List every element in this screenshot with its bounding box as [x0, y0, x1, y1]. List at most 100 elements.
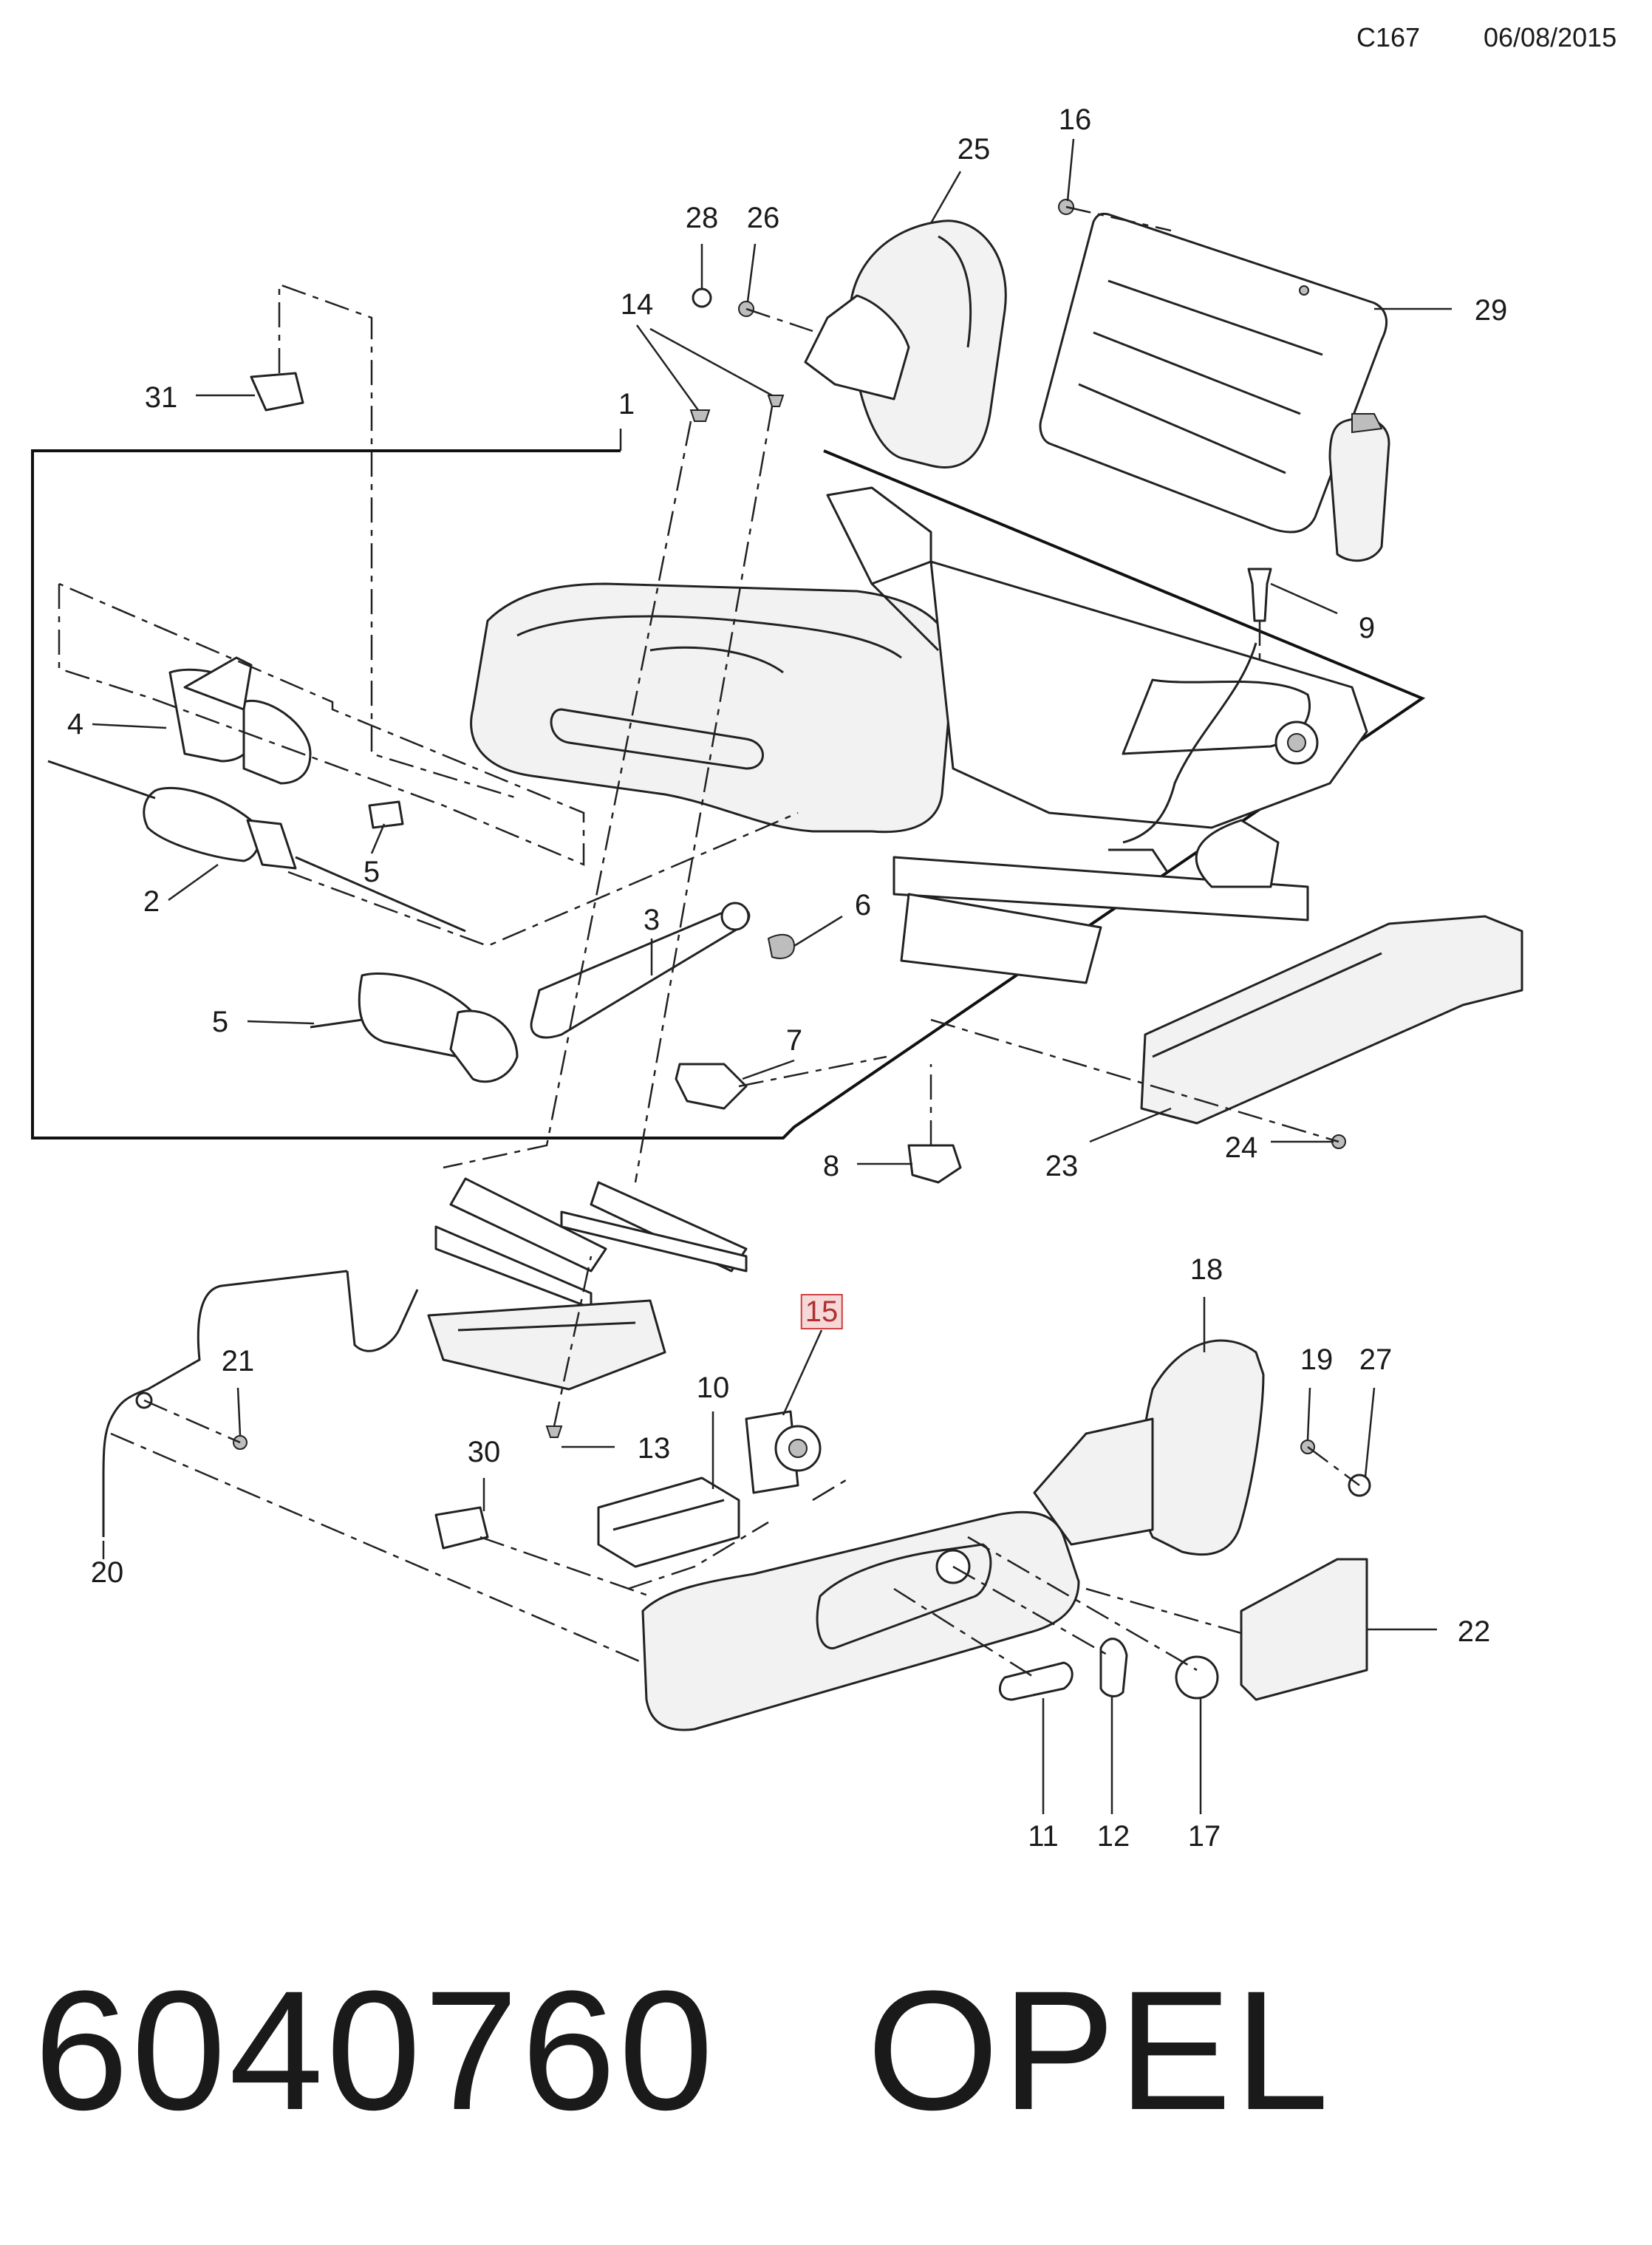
knob-17-part [1175, 1655, 1219, 1700]
callout-22: 22 [1457, 1615, 1491, 1648]
callout-4: 4 [66, 708, 84, 740]
switch-30-part [434, 1506, 489, 1550]
assembly-line-26 [745, 307, 813, 333]
leader-5b [247, 1020, 315, 1025]
leader-25 [929, 171, 962, 224]
bolt-6-part [767, 933, 796, 959]
leader-9 [1270, 582, 1338, 615]
callout-5b: 5 [211, 1006, 229, 1038]
assembly-line-10 [627, 1521, 769, 1590]
leader-14b [649, 327, 773, 397]
leader-7 [742, 1059, 795, 1080]
seat-motor-4-part [168, 656, 312, 785]
side-trim-23-part [1140, 915, 1523, 1125]
callout-20: 20 [90, 1556, 124, 1589]
callout-27: 27 [1359, 1343, 1393, 1376]
callout-13: 13 [637, 1432, 671, 1465]
assembly-frame [31, 449, 1426, 1139]
callout-2: 2 [143, 885, 160, 918]
switch-10-part [597, 1476, 740, 1568]
assembly-line-19 [1307, 1445, 1360, 1487]
callout-12: 12 [1096, 1820, 1130, 1853]
knob-12-part [1099, 1638, 1128, 1697]
diagram-date: 06/08/2015 [1484, 22, 1617, 52]
fastener-13 [545, 1425, 563, 1438]
callout-10: 10 [696, 1372, 730, 1404]
callout-16: 16 [1058, 103, 1092, 136]
assembly-line-22 [1085, 1587, 1242, 1635]
callout-23: 23 [1045, 1150, 1079, 1182]
leader-6 [793, 915, 843, 947]
mounting-rails-part [434, 1177, 748, 1309]
callout-26: 26 [746, 202, 780, 234]
leader-19 [1306, 1387, 1311, 1440]
assembly-line-4 [58, 582, 585, 866]
leader-15 [782, 1329, 823, 1416]
callout-18: 18 [1189, 1253, 1223, 1286]
trim-22-part [1240, 1558, 1368, 1701]
assembly-line-11 [893, 1587, 1035, 1679]
side-cover-18-part [1033, 1339, 1265, 1556]
callout-14: 14 [620, 288, 654, 321]
callout-6: 6 [854, 889, 872, 921]
assembly-line-24 [930, 1018, 1339, 1143]
callout-1: 1 [618, 388, 635, 420]
assembly-line-2 [287, 811, 799, 947]
callout-24: 24 [1224, 1131, 1258, 1164]
fastener-14b [767, 395, 785, 407]
callout-17: 17 [1187, 1820, 1221, 1853]
knob-11-part [998, 1661, 1074, 1701]
clip-8-part [907, 1144, 962, 1184]
assembly-line-7 [738, 1055, 887, 1088]
seat-cushion-part [470, 582, 955, 834]
assembly-line-16 [1065, 205, 1172, 232]
assembly-line-12 [952, 1565, 1109, 1657]
assembly-line-31 [278, 283, 518, 800]
clip-5a [368, 800, 404, 829]
callout-30: 30 [467, 1436, 501, 1468]
leader-26 [746, 243, 757, 302]
callout-9: 9 [1358, 612, 1376, 644]
assembly-line-14b [634, 406, 774, 1183]
part-number-title: 6040760 OPEL [34, 1966, 1332, 2136]
assembly-line-21 [143, 1399, 241, 1444]
assembly-line-15 [812, 1476, 850, 1502]
diagram-code: C167 [1356, 22, 1421, 52]
fastener-9 [1247, 568, 1272, 622]
callout-31: 31 [144, 381, 178, 414]
callout-28: 28 [685, 202, 719, 234]
callout-3: 3 [643, 904, 661, 936]
seat-frame-part [826, 486, 1368, 984]
callout-11: 11 [1028, 1820, 1059, 1853]
leader-14a [635, 324, 700, 411]
callout-25: 25 [957, 133, 991, 166]
callout-8: 8 [822, 1150, 840, 1182]
seat-motor-cable-part [47, 760, 466, 933]
backrest-trim-part [804, 219, 1007, 469]
switch-15-part [745, 1410, 822, 1494]
leader-23 [1089, 1107, 1172, 1143]
leader-5a [370, 823, 386, 854]
control-module-part [427, 1299, 666, 1391]
clip-31 [250, 372, 304, 412]
leader-2 [168, 863, 219, 902]
brand-name: OPEL [867, 1955, 1332, 2145]
callout-21: 21 [221, 1345, 255, 1377]
callout-7: 7 [785, 1024, 803, 1057]
callout-5a: 5 [363, 856, 380, 888]
assembly-line-13 [553, 1256, 593, 1427]
seat-motor-5-part [310, 972, 519, 1083]
clip-7-part [675, 1063, 748, 1110]
leader-4 [92, 723, 167, 729]
callout-29: 29 [1474, 294, 1508, 327]
assembly-line-17 [967, 1536, 1198, 1672]
leader-27 [1364, 1387, 1376, 1477]
fastener-14a [689, 409, 711, 422]
fastener-28 [692, 287, 712, 308]
assembly-line-30 [479, 1536, 651, 1598]
assembly-line-20 [110, 1432, 644, 1664]
leader-21 [236, 1387, 242, 1436]
callout-15-highlighted[interactable]: 15 [800, 1294, 843, 1329]
leader-16 [1066, 138, 1075, 202]
